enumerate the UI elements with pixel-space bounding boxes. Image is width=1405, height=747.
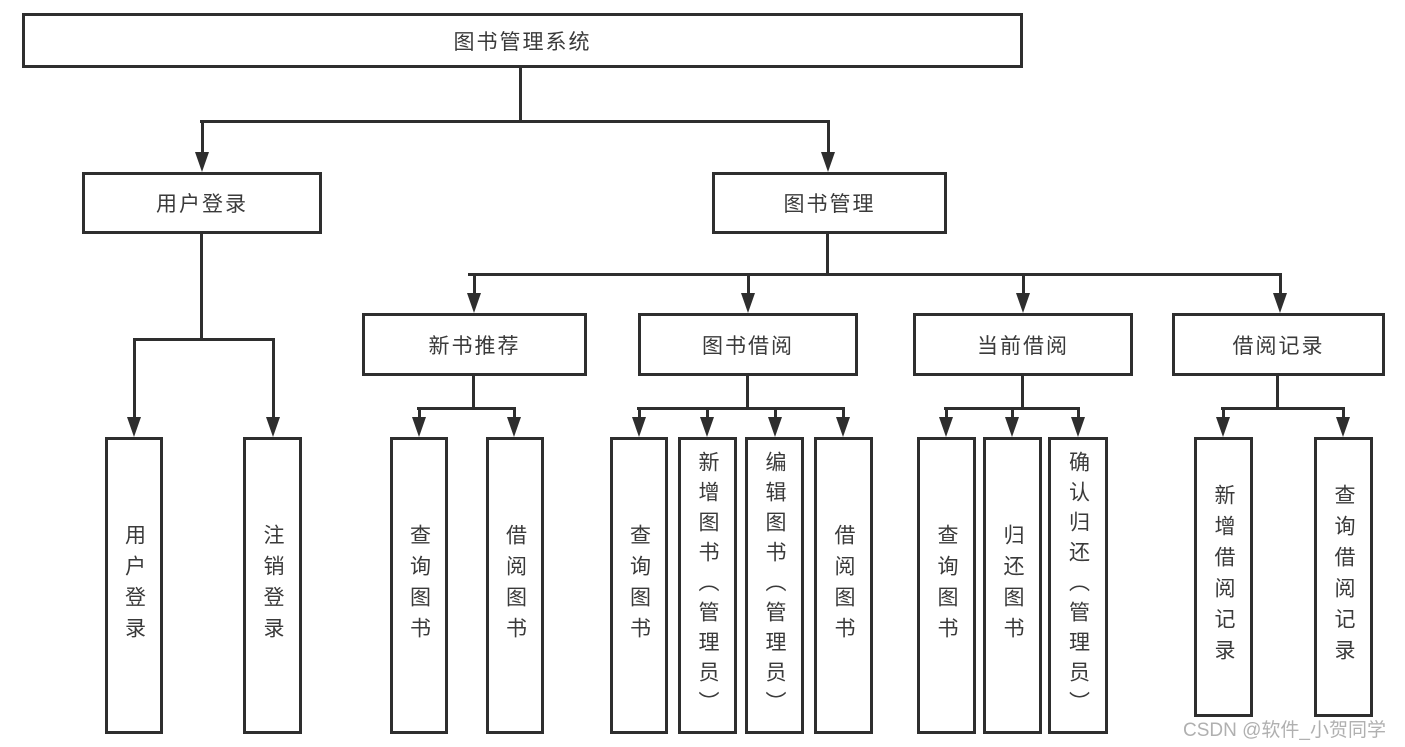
arrow-line <box>747 273 750 297</box>
leaf-borrow-books-borrowing: 借阅图书 <box>814 437 873 734</box>
arrow-down-icon <box>741 293 755 313</box>
arrow-line <box>473 273 476 297</box>
leaf-borrow-books-recommend: 借阅图书 <box>486 437 544 734</box>
connector-bus-level3 <box>468 273 1282 276</box>
connector-bus-new-book-recommend <box>417 407 516 410</box>
connector-stem-borrowing-records <box>1276 376 1279 407</box>
leaf-confirm-return-admin: 确认归还（管理员） <box>1048 437 1108 734</box>
connector-bus-borrowing-records <box>1221 407 1345 410</box>
connector-bus-level2 <box>200 120 829 123</box>
leaf-add-borrow-record: 新增借阅记录 <box>1194 437 1253 717</box>
node-borrowing-records: 借阅记录 <box>1172 313 1385 376</box>
arrow-down-icon <box>768 417 782 437</box>
node-root: 图书管理系统 <box>22 13 1023 68</box>
arrow-down-icon <box>1216 417 1230 437</box>
node-user-login: 用户登录 <box>82 172 322 234</box>
arrow-down-icon <box>266 417 280 437</box>
arrow-down-icon <box>467 293 481 313</box>
node-book-borrowing: 图书借阅 <box>638 313 858 376</box>
arrow-line <box>774 407 777 421</box>
leaf-add-book-admin: 新增图书（管理员） <box>678 437 737 734</box>
leaf-query-books-current: 查询图书 <box>917 437 976 734</box>
arrow-down-icon <box>836 417 850 437</box>
arrow-down-icon <box>1071 417 1085 437</box>
arrow-line <box>201 120 204 156</box>
arrow-line <box>1222 407 1225 421</box>
connector-stem-book-borrowing <box>746 376 749 407</box>
arrow-down-icon <box>507 417 521 437</box>
connector-stem-current-borrowing <box>1021 376 1024 407</box>
leaf-query-books-recommend: 查询图书 <box>390 437 448 734</box>
arrow-line <box>638 407 641 421</box>
arrow-down-icon <box>1273 293 1287 313</box>
leaf-return-book: 归还图书 <box>983 437 1042 734</box>
arrow-line <box>1011 407 1014 421</box>
leaf-query-borrow-record: 查询借阅记录 <box>1314 437 1373 717</box>
connector-stem-root <box>519 68 522 120</box>
arrow-down-icon <box>700 417 714 437</box>
leaf-user-login: 用户登录 <box>105 437 163 734</box>
leaf-edit-book-admin: 编辑图书（管理员） <box>745 437 804 734</box>
arrow-line <box>1077 407 1080 421</box>
arrow-line <box>418 407 421 421</box>
arrow-down-icon <box>632 417 646 437</box>
connector-stem-new-book-recommend <box>472 376 475 407</box>
arrow-line <box>272 338 275 421</box>
arrow-line <box>827 120 830 156</box>
arrow-down-icon <box>821 152 835 172</box>
arrow-line <box>842 407 845 421</box>
arrow-line <box>133 338 136 421</box>
connector-stem-user-login <box>200 234 203 338</box>
arrow-down-icon <box>1016 293 1030 313</box>
arrow-line <box>1022 273 1025 297</box>
arrow-line <box>1279 273 1282 297</box>
arrow-line <box>1342 407 1345 421</box>
arrow-line <box>945 407 948 421</box>
node-current-borrowing: 当前借阅 <box>913 313 1133 376</box>
node-new-book-recommend: 新书推荐 <box>362 313 587 376</box>
arrow-down-icon <box>1005 417 1019 437</box>
connector-stem-book-management <box>826 234 829 273</box>
arrow-line <box>706 407 709 421</box>
arrow-down-icon <box>412 417 426 437</box>
arrow-down-icon <box>939 417 953 437</box>
arrow-line <box>513 407 516 421</box>
arrow-down-icon <box>1336 417 1350 437</box>
arrow-down-icon <box>195 152 209 172</box>
watermark: CSDN @软件_小贺同学 <box>1183 720 1386 741</box>
arrow-down-icon <box>127 417 141 437</box>
node-book-management: 图书管理 <box>712 172 947 234</box>
connector-bus-user-login <box>133 338 275 341</box>
leaf-query-books-borrowing: 查询图书 <box>610 437 668 734</box>
leaf-logout: 注销登录 <box>243 437 302 734</box>
connector-bus-book-borrowing <box>637 407 845 410</box>
